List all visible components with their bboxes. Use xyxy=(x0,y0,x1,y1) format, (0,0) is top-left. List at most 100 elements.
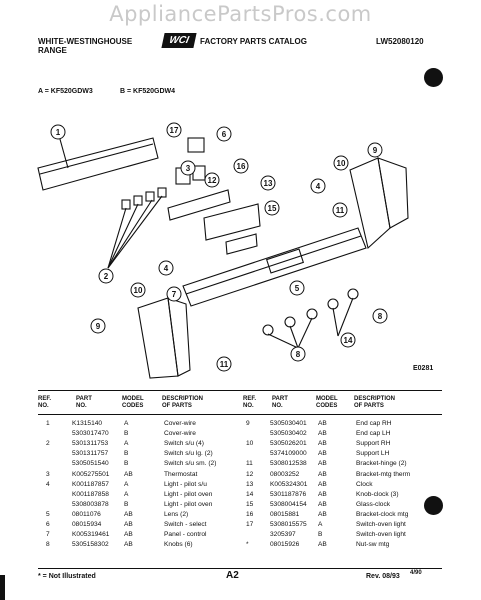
model-code-cell: A xyxy=(124,420,129,427)
part-number-cell: 5308004154 xyxy=(270,500,307,508)
header-part: PART NO. xyxy=(76,396,92,409)
select-switch-part xyxy=(187,137,205,153)
callout-16: 16 xyxy=(237,162,246,171)
part-number-cell: 5305030401 xyxy=(270,420,307,427)
model-code-cell: AB xyxy=(124,531,133,539)
header-ref-right: REF. NO. xyxy=(243,396,257,409)
punch-hole-top xyxy=(424,68,443,87)
ref-cell: 12 xyxy=(246,470,254,478)
ref-cell: 10 xyxy=(246,440,254,448)
ref-cell: * xyxy=(246,541,249,549)
model-code-cell: AB xyxy=(318,440,327,448)
exploded-parts-diagram: 1 17 6 3 12 16 13 2 15 4 10 9 11 4 7 10 … xyxy=(37,122,433,379)
clock-bracket-part xyxy=(167,189,231,221)
callout-13: 13 xyxy=(264,179,273,188)
ref-cell: 5 xyxy=(46,510,50,518)
description-cell: Cover-wire xyxy=(164,420,196,427)
model-code-cell: AB xyxy=(318,450,327,458)
model-code-cell: AB xyxy=(318,430,327,438)
callout-8a: 8 xyxy=(378,312,383,321)
model-code-cell: AB xyxy=(318,480,327,488)
part-number-cell: K001187858 xyxy=(72,490,109,498)
ref-cell: 8 xyxy=(46,541,50,549)
callout-12: 12 xyxy=(208,176,217,185)
catalog-number: LW52080120 xyxy=(376,37,424,46)
part-number-cell: 3205397 xyxy=(270,531,296,539)
part-number-cell: 5308003878 xyxy=(72,500,109,508)
model-code-cell: A xyxy=(124,440,129,448)
support-left-part xyxy=(137,297,179,379)
catalog-date: 4/90 xyxy=(410,570,422,576)
callout-6: 6 xyxy=(222,130,227,139)
callout-10b: 10 xyxy=(134,286,143,295)
part-number-cell: 5301187876 xyxy=(270,490,307,498)
model-code-cell: AB xyxy=(124,541,133,549)
ref-cell: 4 xyxy=(46,480,50,488)
ref-cell: 11 xyxy=(246,460,253,468)
part-number-cell: 08011076 xyxy=(72,510,101,518)
table-header-rule xyxy=(38,414,442,415)
model-code-cell: AB xyxy=(318,470,327,478)
part-number-cell: 08015934 xyxy=(72,521,102,528)
support-right-part xyxy=(349,157,391,250)
end-cap-right-part xyxy=(377,157,409,229)
header-desc: DESCRIPTION OF PARTS xyxy=(162,396,204,409)
description-cell: Light - pilot oven xyxy=(164,500,213,508)
header-model: MODEL CODES xyxy=(122,396,144,409)
ref-cell: 15 xyxy=(246,500,254,508)
part-number-cell: K001187857 xyxy=(72,480,109,488)
ref-cell: 9 xyxy=(246,420,250,427)
part-number-cell: K005324301 xyxy=(270,480,308,488)
part-number-cell: 5305051540 xyxy=(72,460,109,468)
end-cap-left-part xyxy=(167,297,191,377)
footer-note: * = Not Illustrated xyxy=(38,573,96,580)
part-number-cell: 5308012538 xyxy=(270,460,307,468)
wci-logo: WCI xyxy=(161,33,197,48)
description-cell: Support LH xyxy=(356,450,390,458)
brand-line-1: WHITE-WESTINGHOUSE xyxy=(38,37,133,46)
ref-cell: 13 xyxy=(246,480,254,488)
callout-11a: 11 xyxy=(336,206,345,215)
description-cell: Clock xyxy=(356,480,373,488)
revision: Rev. 08/93 xyxy=(366,573,400,580)
part-number-cell: 5305030402 xyxy=(270,430,307,438)
brand-line-2: RANGE xyxy=(38,46,67,55)
model-code-cell: AB xyxy=(318,541,327,549)
part-number-cell: 5374109000 xyxy=(270,450,307,458)
model-code-cell: A xyxy=(318,521,323,528)
part-number-cell: 08003252 xyxy=(270,470,300,478)
description-cell: End cap LH xyxy=(356,430,391,438)
description-cell: Light - pilot s/u xyxy=(164,480,207,488)
model-code-cell: B xyxy=(318,531,323,539)
callout-4b: 4 xyxy=(164,264,169,273)
callout-10a: 10 xyxy=(337,159,346,168)
description-cell: Glass-clock xyxy=(356,500,391,508)
footer-rule xyxy=(38,568,442,569)
ref-cell: 16 xyxy=(246,510,254,518)
description-cell: Switch-oven light xyxy=(356,531,406,539)
part-number-cell: K1315140 xyxy=(72,420,103,427)
model-code-cell: B xyxy=(124,500,129,508)
description-cell: Cover-wire xyxy=(164,430,196,438)
model-code-cell: AB xyxy=(318,510,327,518)
description-cell: Thermostat xyxy=(164,470,198,478)
model-code-cell: A xyxy=(124,480,129,488)
callout-17: 17 xyxy=(170,126,179,135)
model-code-cell: AB xyxy=(318,460,327,468)
header-part-right: PART NO. xyxy=(272,396,288,409)
page-number: A2 xyxy=(226,570,239,581)
ref-cell: 2 xyxy=(46,440,50,448)
watermark: AppliancePartsPros.com xyxy=(109,2,372,26)
part-number-cell: 08015881 xyxy=(270,510,300,518)
model-code-cell: B xyxy=(124,430,129,438)
model-code-cell: AB xyxy=(318,490,327,498)
model-code-cell: AB xyxy=(318,500,327,508)
description-cell: Nut-sw mtg xyxy=(356,541,390,549)
callout-1: 1 xyxy=(56,128,61,137)
header-ref: REF. NO. xyxy=(38,396,52,409)
header-desc-right: DESCRIPTION OF PARTS xyxy=(354,396,396,409)
description-cell: End cap RH xyxy=(356,420,392,427)
callout-4a: 4 xyxy=(316,182,321,191)
description-cell: Switch - select xyxy=(164,521,207,528)
callout-2: 2 xyxy=(104,272,109,281)
